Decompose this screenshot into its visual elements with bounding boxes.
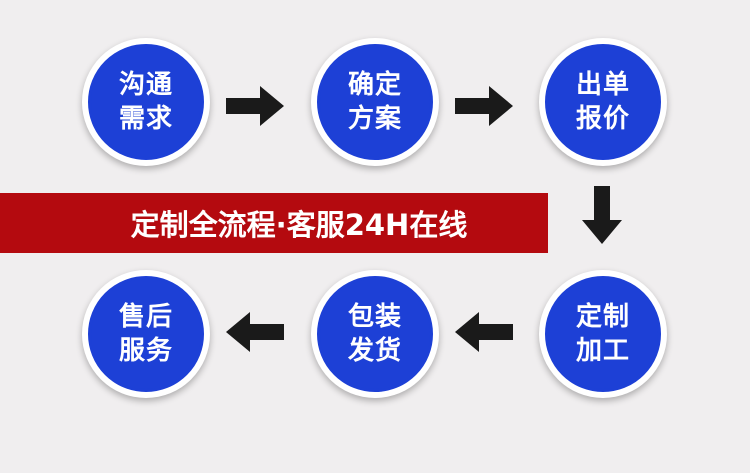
step-circle: 包装 发货 [315, 274, 435, 394]
arrow-right-icon [226, 86, 284, 126]
step-custom-processing: 定制 加工 [539, 270, 667, 398]
step-label-line1: 确定 [347, 70, 402, 100]
step-label-line1: 包装 [347, 302, 402, 332]
arrow-down-icon [582, 186, 622, 244]
step-circle: 定制 加工 [543, 274, 663, 394]
arrow-left-icon [226, 312, 284, 352]
step-label-line2: 方案 [347, 104, 402, 134]
step-label-line1: 沟通 [118, 70, 173, 100]
step-issue-quote: 出单 报价 [539, 38, 667, 166]
step-label-line2: 加工 [575, 336, 630, 366]
step-circle: 沟通 需求 [86, 42, 206, 162]
process-banner: 定制全流程·客服24H在线 [0, 193, 548, 253]
banner-text: 定制全流程·客服24H在线 [130, 208, 468, 242]
step-packing-shipping: 包装 发货 [311, 270, 439, 398]
step-circle: 出单 报价 [543, 42, 663, 162]
step-confirm-plan: 确定 方案 [311, 38, 439, 166]
step-label-line2: 报价 [575, 104, 630, 134]
step-label-line1: 出单 [575, 70, 630, 100]
step-circle: 售后 服务 [86, 274, 206, 394]
step-circle: 确定 方案 [315, 42, 435, 162]
arrow-right-icon [455, 86, 513, 126]
step-label-line2: 服务 [118, 336, 173, 366]
step-label-line1: 定制 [575, 302, 630, 332]
step-label-line2: 需求 [118, 104, 173, 134]
step-label-line2: 发货 [347, 336, 402, 366]
step-after-sales-service: 售后 服务 [82, 270, 210, 398]
step-label-line1: 售后 [118, 302, 173, 332]
step-communicate-needs: 沟通 需求 [82, 38, 210, 166]
arrow-left-icon [455, 312, 513, 352]
